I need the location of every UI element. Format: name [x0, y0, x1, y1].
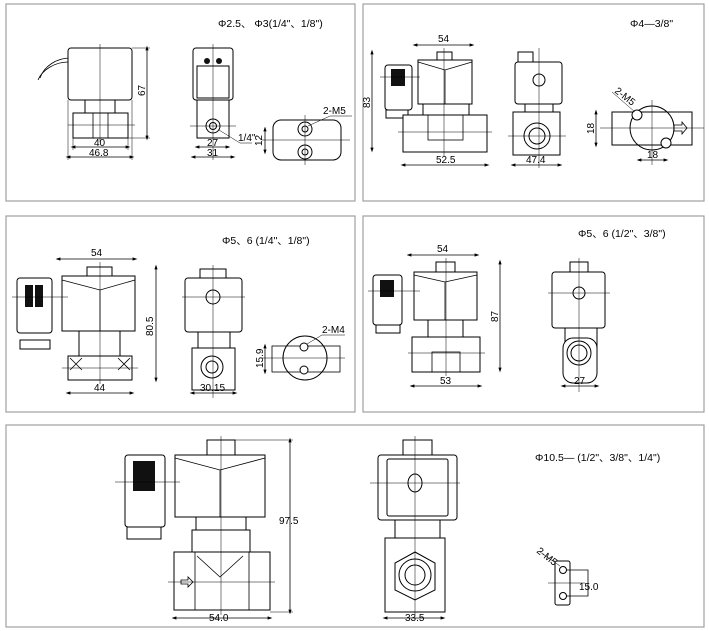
front-view: 27 [548, 258, 610, 392]
dim-hole-spacing: 15.0 [579, 582, 599, 593]
valve-body [173, 551, 271, 611]
panel-title: Φ10.5— (1/2"、3/8"、1/4") [535, 452, 660, 464]
coil [551, 271, 606, 329]
dim-height: 80.5 [145, 316, 156, 336]
dim-body-width: 54.0 [209, 613, 229, 624]
valve-body [72, 112, 129, 139]
dim-body-width: 40 [94, 138, 106, 149]
dim-body-width: 52.5 [436, 155, 456, 166]
dim-height: 97.5 [279, 516, 299, 527]
panel-phi-10-5: Φ10.5— (1/2"、3/8"、1/4") 97.5 54.0 [5, 424, 705, 628]
panel-phi-2-5: Φ2.5、 Φ3(1/4"、1/8") 67 40 46.8 [5, 3, 356, 202]
bottom-view: 12 2-M5 [254, 106, 352, 165]
dim-port: 1/4" [238, 133, 256, 144]
dim-top-width: 54 [437, 244, 449, 255]
panel-title: Φ2.5、 Φ3(1/4"、1/8") [218, 18, 323, 30]
dim-body-width: 53 [440, 376, 452, 387]
coil [61, 275, 136, 332]
dim-height: 67 [137, 84, 148, 96]
panel-frame [5, 3, 356, 202]
dim-hole-vertical: 18 [586, 122, 597, 134]
front-view: 33.5 [370, 436, 460, 624]
dim-hole-spacing: 15.9 [255, 348, 266, 368]
panel-frame [5, 215, 356, 413]
mount-thread-label: 2-M5 [612, 86, 637, 109]
panel-title: Φ4—3/8" [630, 18, 673, 30]
coil [184, 277, 243, 333]
valve-body [402, 114, 488, 153]
dim-front-overall: 31 [207, 148, 219, 159]
dim-front-width: 47.4 [526, 155, 546, 166]
front-view: 27 31 1/4" [190, 44, 256, 160]
panel-frame [5, 424, 705, 628]
connector [16, 277, 53, 334]
panel-title: Φ5、6 (1/2"、3/8") [578, 228, 666, 240]
mounting-holes-view: 15.0 2-M5 [534, 546, 599, 606]
lead-wire [37, 61, 69, 81]
panel-title: Φ5、6 (1/4"、1/8") [222, 235, 310, 247]
panel-phi-4: Φ4—3/8" 54 83 52.5 [362, 3, 705, 202]
dim-body-width: 44 [94, 383, 106, 394]
dim-height: 83 [362, 96, 373, 108]
dim-front-width: 30.15 [200, 383, 225, 394]
dim-height: 87 [490, 310, 501, 322]
panel-phi-5-6-small: Φ5、6 (1/4"、1/8") 54 80.5 44 [5, 215, 356, 413]
coil [413, 271, 478, 321]
panel-frame [362, 3, 705, 202]
dim-top-width: 54 [91, 248, 103, 259]
front-view: 30.15 [182, 265, 245, 398]
dim-overall-width: 46.8 [89, 148, 109, 159]
mount-thread-label: 2-M4 [322, 325, 345, 336]
dim-hole-horizontal: 18 [647, 150, 659, 161]
dim-hole-spacing: 12 [254, 134, 265, 146]
front-view: 47.4 [508, 48, 566, 168]
mount-thread-label: 2-M5 [323, 106, 346, 117]
side-view: 97.5 54.0 [115, 436, 299, 624]
dim-top-width: 54 [438, 34, 450, 45]
panel-frame [362, 215, 705, 413]
side-view: 54 80.5 44 [12, 248, 158, 395]
bottom-view: 15.9 2-M4 [255, 325, 345, 381]
panel-phi-5-6-large: Φ5、6 (1/2"、3/8") 54 87 53 [362, 215, 705, 413]
dim-front-body: 27 [207, 138, 219, 149]
dim-front-width: 33.5 [405, 613, 425, 624]
side-view: 54 83 52.5 [362, 34, 492, 167]
bottom-view: 18 18 2-M5 [586, 86, 704, 165]
side-view: 54 87 53 [368, 244, 502, 388]
flow-arrow-icon [180, 576, 194, 588]
side-view: 67 40 46.8 [37, 44, 150, 160]
dim-front-width: 27 [574, 376, 586, 387]
